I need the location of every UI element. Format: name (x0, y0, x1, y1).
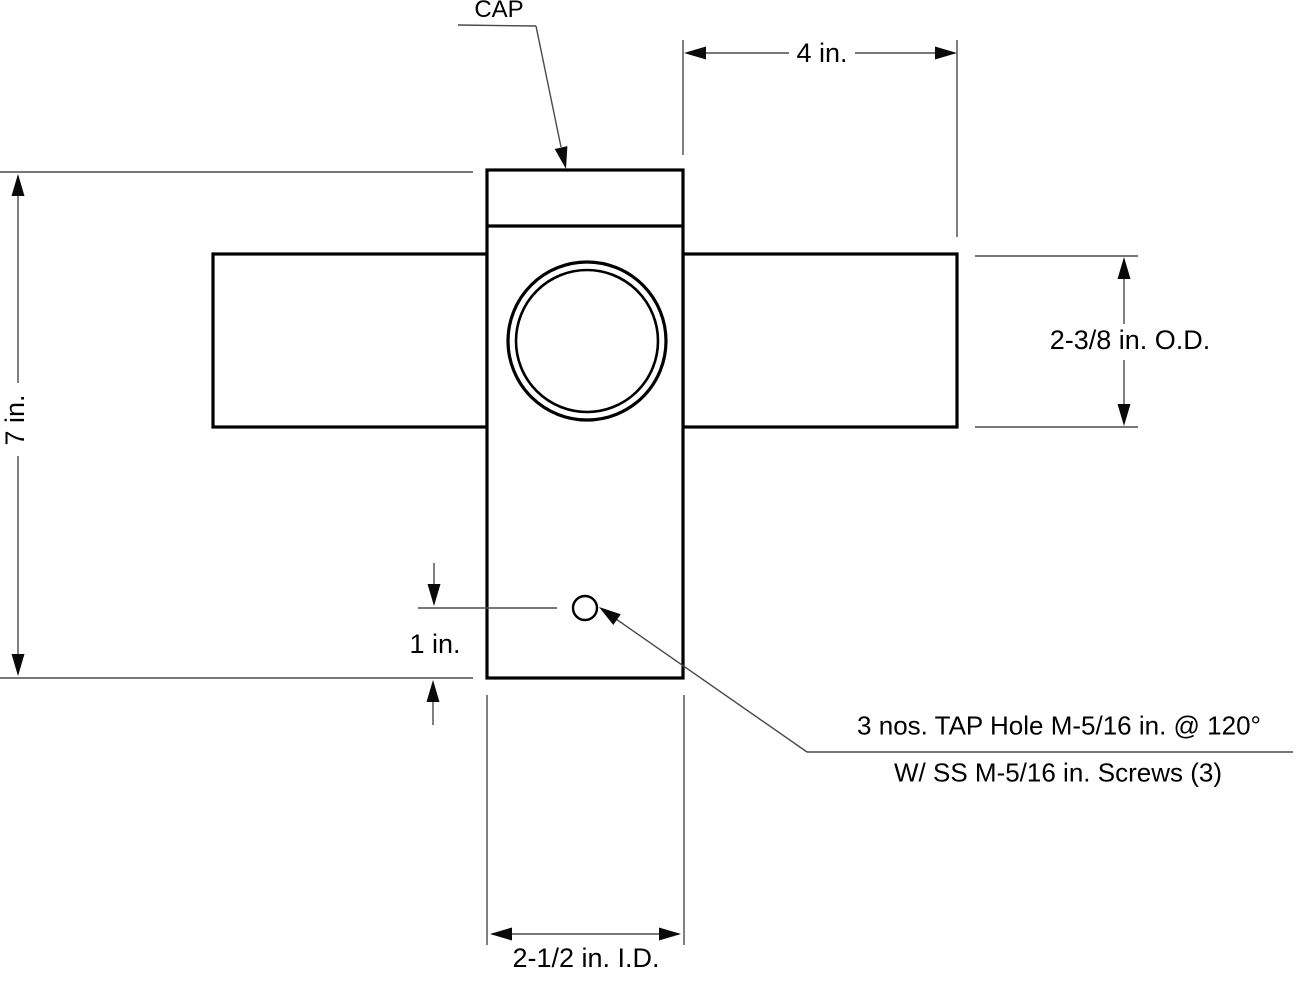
tap-note-line1: 3 nos. TAP Hole M-5/16 in. @ 120° (857, 710, 1261, 741)
arrowhead-4in-left (684, 46, 706, 60)
dim-label-1in: 1 in. (409, 629, 461, 660)
arrowhead-cap-leader (554, 146, 568, 169)
arrowhead-4in-right (935, 46, 957, 60)
cap-leader-diagonal (535, 25, 562, 148)
vertical-body-outline (485, 168, 685, 680)
arrowhead-id-right (659, 927, 681, 941)
dim-label-4in: 4 in. (796, 38, 848, 69)
tap-note-line2: W/ SS M-5/16 in. Screws (3) (894, 757, 1222, 788)
arrowhead-1in-down (427, 584, 441, 606)
arrowhead-7in-up (11, 174, 25, 196)
bore-outer-circle (506, 260, 668, 422)
tap-hole-circle (571, 594, 599, 622)
arrowheads-group (11, 46, 1131, 941)
dimension-lines-group (0, 24, 1293, 945)
dim-label-od: 2-3/8 in. O.D. (1049, 325, 1211, 356)
cap-label: CAP (474, 0, 524, 23)
dim-label-7in: 7 in. (0, 394, 31, 446)
dim-label-id: 2-1/2 in. I.D. (512, 943, 660, 974)
left-arm-outline (211, 252, 489, 429)
right-arm-outline (681, 252, 959, 429)
arrowhead-tap-leader (599, 607, 621, 625)
arrowhead-id-left (490, 927, 512, 941)
bore-inner-circle (514, 268, 660, 414)
part-outline-group (211, 168, 959, 680)
tap-leader-diagonal (615, 618, 808, 753)
arrowhead-1in-up (426, 680, 440, 702)
arrowhead-7in-down (11, 654, 25, 676)
arrowhead-od-up (1117, 257, 1131, 279)
cap-leader-shelf (457, 24, 537, 27)
arrowhead-od-down (1117, 404, 1131, 426)
